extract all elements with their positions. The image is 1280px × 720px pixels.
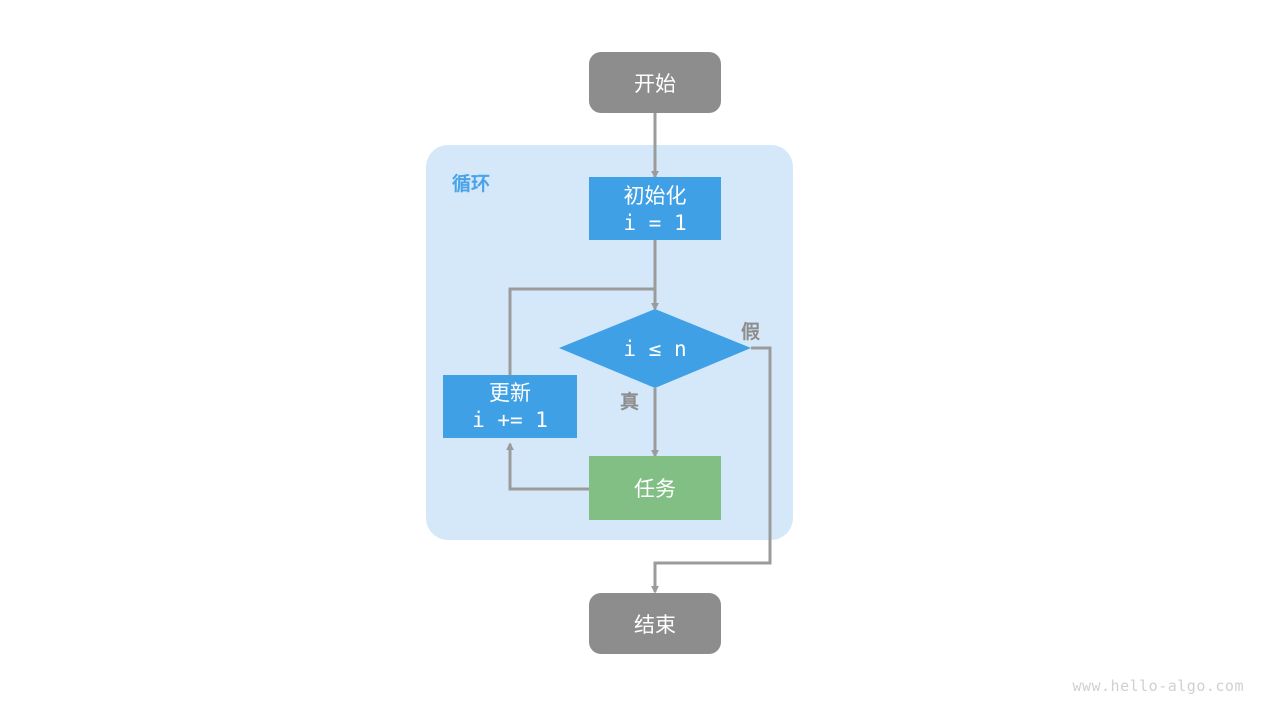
node-init[interactable]: 初始化 i = 1 (589, 177, 721, 240)
node-condition[interactable]: i ≤ n (559, 309, 751, 388)
edge-condition-to-end (651, 346, 772, 594)
node-update[interactable]: 更新 i += 1 (443, 375, 577, 438)
node-init-label-line2: i = 1 (623, 211, 686, 235)
node-task[interactable]: 任务 (589, 456, 721, 520)
node-update-label-line2: i += 1 (472, 408, 548, 432)
node-task-label: 任务 (634, 478, 676, 501)
node-end-label: 结束 (634, 614, 676, 637)
edge-label-true: 真 (620, 390, 639, 413)
node-start-label: 开始 (634, 73, 676, 96)
edge-update-to-condition (508, 287, 655, 375)
node-start[interactable]: 开始 (589, 52, 721, 113)
node-init-label-line1: 初始化 (624, 185, 687, 208)
node-end[interactable]: 结束 (589, 593, 721, 654)
node-condition-label: i ≤ n (623, 337, 686, 361)
node-update-label-line1: 更新 (489, 382, 531, 405)
edge-label-false: 假 (741, 320, 760, 343)
loop-cluster-label: 循环 (452, 172, 490, 195)
watermark: www.hello-algo.com (1072, 677, 1244, 695)
edge-task-to-update (506, 442, 589, 491)
